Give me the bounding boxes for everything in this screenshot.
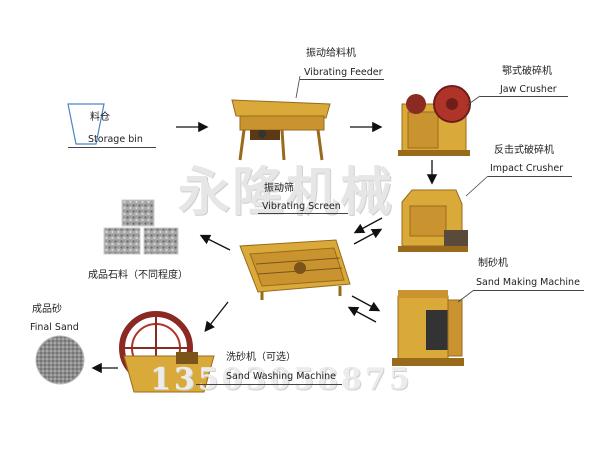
vibrating-feeder-underline — [300, 79, 384, 80]
watermark-brand: 永隆机械 — [178, 162, 395, 223]
jaw-crusher-image — [398, 85, 471, 156]
sand-washing-machine-label-cn: 洗砂机（可选） — [226, 352, 296, 363]
storage-bin-icon — [67, 103, 105, 145]
finished-stone-label-cn: 成品石料（不同程度） — [88, 270, 188, 281]
sand-washing-machine-underline — [196, 384, 342, 385]
storage-bin-underline — [68, 147, 156, 148]
storage-bin-label-en: Storage bin — [88, 134, 143, 145]
sand-washing-machine-image — [119, 311, 215, 393]
finished-stone-samples — [103, 199, 179, 255]
arrow-screen-to-sandmaker — [351, 295, 381, 312]
vibrating-screen-image — [239, 239, 351, 300]
vibrating-feeder-label-cn: 振动给料机 — [306, 48, 356, 59]
arrow-screen-to-washer — [204, 301, 229, 333]
watermark-phone: 13503058875 — [150, 362, 413, 397]
vibrating-feeder-image — [231, 99, 331, 161]
storage-bin-label-cn: 料仓 — [90, 112, 110, 123]
final-sand-sample — [35, 335, 85, 385]
jaw-crusher-underline — [480, 96, 568, 97]
flow-arrows — [91, 121, 438, 374]
arrow-screen-to-stone — [199, 234, 231, 251]
impact-crusher-label-cn: 反击式破碎机 — [494, 145, 554, 156]
label-leaders — [295, 75, 489, 303]
vibrating-screen-label-cn: 振动筛 — [264, 183, 294, 194]
sand-making-machine-underline — [474, 290, 584, 291]
sand-making-machine-image — [392, 290, 464, 366]
vibrating-feeder-label-en: Vibrating Feeder — [304, 67, 383, 78]
arrow-screen-to-impact — [353, 228, 383, 245]
arrow-impact-to-screen — [353, 217, 383, 234]
sand-making-machine-label-en: Sand Making Machine — [476, 277, 580, 288]
sand-making-machine-label-cn: 制砂机 — [478, 258, 508, 269]
final-sand-label-en: Final Sand — [30, 322, 79, 333]
vibrating-screen-label-en: Vibrating Screen — [262, 201, 341, 212]
jaw-crusher-label-cn: 鄂式破碎机 — [502, 66, 552, 77]
sand-washing-machine-label-en: Sand Washing Machine — [226, 371, 336, 382]
impact-crusher-image — [398, 189, 468, 252]
vibrating-screen-underline — [258, 213, 348, 214]
final-sand-label-cn: 成品砂 — [32, 304, 62, 315]
impact-crusher-underline — [488, 176, 572, 177]
impact-crusher-label-en: Impact Crusher — [490, 163, 564, 174]
jaw-crusher-label-en: Jaw Crusher — [500, 84, 557, 95]
arrow-sandmaker-to-screen — [347, 306, 377, 323]
